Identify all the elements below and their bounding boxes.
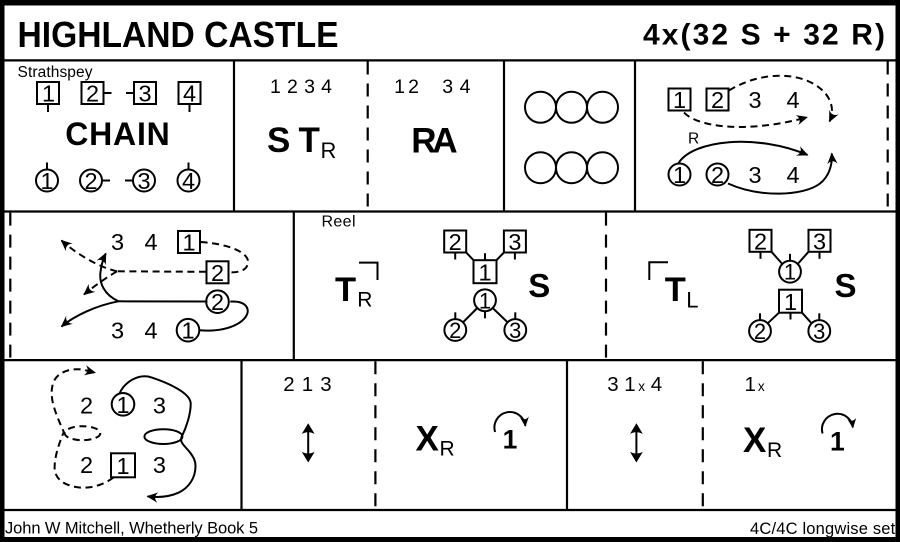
svg-text:4C/4C longwise set.: 4C/4C longwise set. — [750, 520, 900, 538]
svg-text:4: 4 — [183, 81, 196, 107]
svg-text:CHAIN: CHAIN — [65, 116, 170, 152]
svg-text:2: 2 — [449, 318, 461, 343]
svg-text:Strathspey: Strathspey — [18, 64, 93, 81]
svg-text:1: 1 — [394, 76, 405, 98]
svg-text:1: 1 — [116, 453, 129, 479]
svg-text:x: x — [758, 379, 765, 394]
svg-text:4: 4 — [651, 373, 662, 396]
svg-text:x: x — [638, 379, 645, 394]
svg-text:T: T — [335, 271, 356, 309]
svg-text:L: L — [686, 288, 698, 313]
svg-text:3: 3 — [748, 162, 761, 188]
svg-text:2: 2 — [80, 393, 93, 419]
svg-text:S: S — [835, 267, 857, 304]
svg-text:John W Mitchell, Whetherly Boo: John W Mitchell, Whetherly Book 5 — [5, 519, 258, 537]
svg-text:2: 2 — [86, 81, 99, 107]
svg-text:HIGHLAND CASTLE: HIGHLAND CASTLE — [18, 14, 339, 55]
svg-text:RA: RA — [411, 121, 458, 160]
svg-text:X: X — [743, 421, 767, 460]
svg-text:4: 4 — [144, 229, 157, 255]
svg-text:1: 1 — [182, 230, 195, 256]
svg-text:3: 3 — [153, 452, 166, 478]
svg-text:R: R — [440, 438, 455, 461]
svg-text:4: 4 — [786, 162, 799, 188]
svg-text:2: 2 — [711, 87, 724, 113]
svg-text:T: T — [299, 121, 320, 160]
svg-text:S: S — [528, 267, 550, 304]
svg-text:2 1 3: 2 1 3 — [283, 373, 331, 396]
svg-text:3: 3 — [442, 76, 453, 98]
svg-text:2: 2 — [449, 229, 462, 255]
svg-text:1: 1 — [478, 259, 491, 285]
svg-text:1: 1 — [40, 168, 53, 194]
svg-text:3: 3 — [509, 318, 521, 343]
svg-text:2: 2 — [211, 260, 224, 286]
svg-text:S: S — [267, 121, 290, 160]
svg-text:2: 2 — [711, 162, 724, 188]
svg-text:1: 1 — [116, 392, 129, 418]
svg-text:2: 2 — [408, 76, 419, 98]
svg-text:1: 1 — [745, 373, 756, 396]
svg-text:4x(32 S + 32 R): 4x(32 S + 32 R) — [643, 18, 885, 51]
svg-text:1: 1 — [673, 162, 686, 188]
svg-text:T: T — [665, 271, 686, 309]
svg-text:1: 1 — [503, 425, 518, 455]
svg-text:1: 1 — [42, 81, 55, 107]
svg-text:R: R — [767, 439, 782, 462]
svg-text:1: 1 — [181, 318, 194, 344]
svg-text:3: 3 — [111, 229, 124, 255]
svg-text:X: X — [416, 420, 440, 459]
svg-text:1 2 3 4: 1 2 3 4 — [270, 76, 332, 98]
svg-text:R: R — [321, 138, 337, 163]
svg-text:2: 2 — [84, 168, 97, 194]
svg-text:3: 3 — [748, 87, 761, 113]
svg-text:2: 2 — [211, 289, 224, 315]
svg-text:1: 1 — [479, 288, 491, 313]
svg-text:2: 2 — [754, 228, 767, 254]
svg-text:3: 3 — [138, 81, 151, 107]
svg-text:4: 4 — [144, 318, 157, 344]
svg-text:1: 1 — [784, 260, 796, 285]
svg-text:3: 3 — [813, 228, 826, 254]
svg-text:R: R — [357, 288, 372, 311]
svg-text:3: 3 — [137, 168, 150, 194]
svg-text:1: 1 — [784, 289, 797, 315]
svg-text:3: 3 — [813, 319, 825, 344]
svg-text:3: 3 — [508, 229, 521, 255]
svg-text:3 1: 3 1 — [607, 373, 636, 396]
svg-text:4: 4 — [182, 168, 195, 194]
svg-text:3: 3 — [153, 393, 166, 419]
svg-text:R: R — [688, 131, 699, 148]
svg-text:4: 4 — [460, 76, 471, 98]
svg-text:Reel: Reel — [322, 214, 356, 231]
svg-text:2: 2 — [80, 452, 93, 478]
svg-text:1: 1 — [830, 427, 845, 457]
svg-text:3: 3 — [111, 318, 124, 344]
svg-text:2: 2 — [754, 319, 766, 344]
svg-text:1: 1 — [673, 87, 686, 113]
svg-text:4: 4 — [786, 87, 799, 113]
